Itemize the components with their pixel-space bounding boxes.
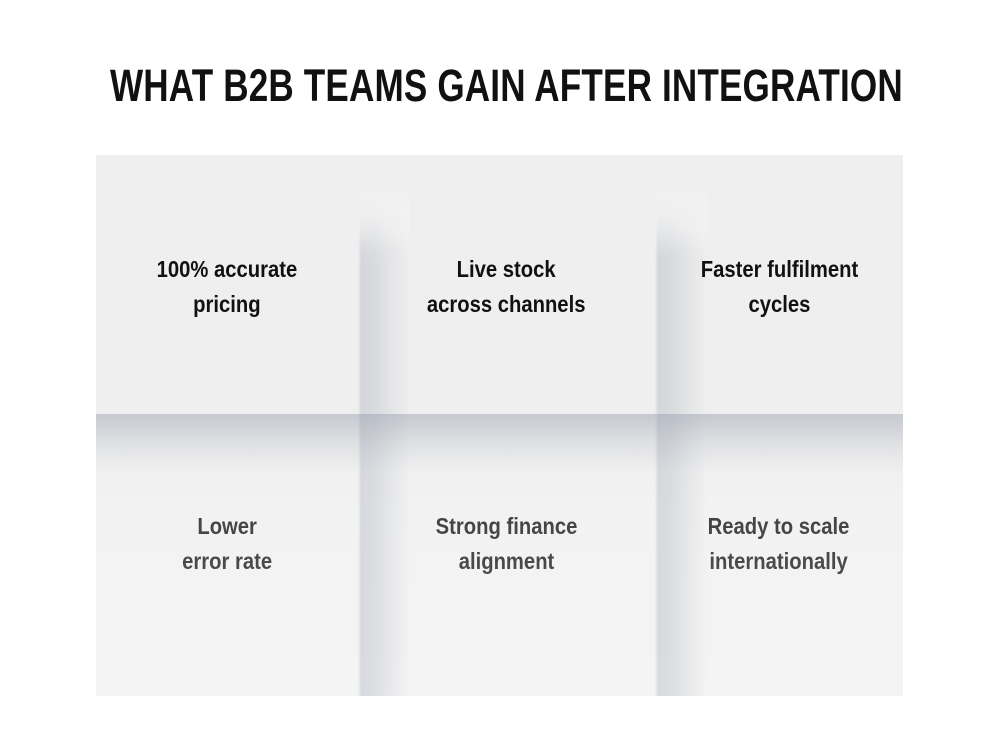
page-title: What B2B Teams Gain After Integration [110,60,903,111]
grid-cell-label: Faster fulfilment cycles [700,256,858,317]
grid-cell-label: Live stock across channels [427,256,586,317]
benefits-grid: 100% accurate pricing Live stock across … [96,155,903,696]
grid-cell-label: Lower error rate [181,513,273,574]
grid-cell-lower-error-rate: Lower error rate [96,414,358,696]
grid-cell-label: 100% accurate pricing [156,256,298,317]
grid-cell-faster-fulfilment: Faster fulfilment cycles [655,155,903,414]
grid-cell-label: Strong finance alignment [435,513,578,574]
grid-cell-label: Ready to scale internationally [708,513,850,574]
grid-cell-accurate-pricing: 100% accurate pricing [96,155,358,414]
grid-cell-finance-alignment: Strong finance alignment [358,414,655,696]
grid-cell-scale-internationally: Ready to scale internationally [655,414,903,696]
benefits-grid-panel: 100% accurate pricing Live stock across … [96,155,903,696]
grid-cell-live-stock: Live stock across channels [358,155,655,414]
